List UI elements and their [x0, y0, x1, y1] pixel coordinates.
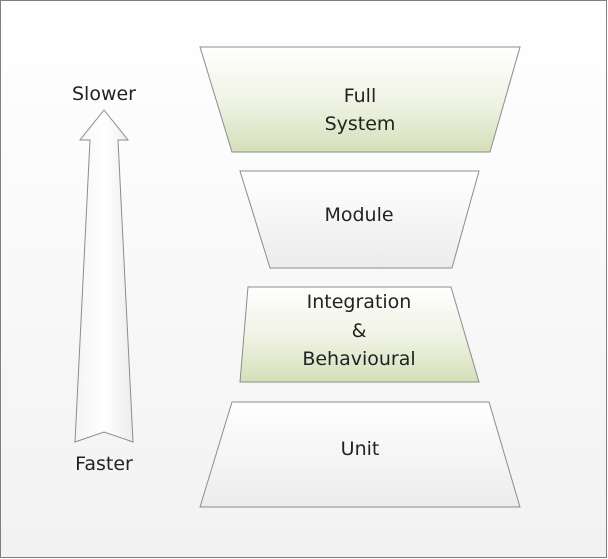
- tier-integration: Integration & Behavioural: [239, 286, 480, 383]
- tier-unit: Unit: [199, 401, 521, 508]
- tier-integration-label-line-1: Integration: [307, 291, 412, 313]
- tier-full-system-shape: [199, 46, 521, 153]
- tier-integration-label-line-3: Behavioural: [302, 348, 415, 370]
- tier-module: Module: [239, 170, 480, 269]
- faster-label: Faster: [75, 453, 133, 475]
- slower-label: Slower: [72, 83, 136, 105]
- tier-full-system: Full System: [199, 46, 521, 153]
- tier-full-system-label-line-2: System: [325, 113, 396, 135]
- tier-unit-label: Unit: [341, 438, 380, 460]
- tier-module-shape: [239, 170, 480, 269]
- up-arrow-icon: [74, 109, 134, 443]
- tier-integration-shape: [239, 286, 480, 383]
- tier-unit-shape: [199, 401, 521, 508]
- tier-integration-label-line-2: &: [352, 320, 367, 342]
- speed-arrow: Slower Faster: [72, 83, 136, 475]
- tier-full-system-label-line-1: Full: [344, 85, 377, 107]
- tier-module-label: Module: [324, 204, 393, 226]
